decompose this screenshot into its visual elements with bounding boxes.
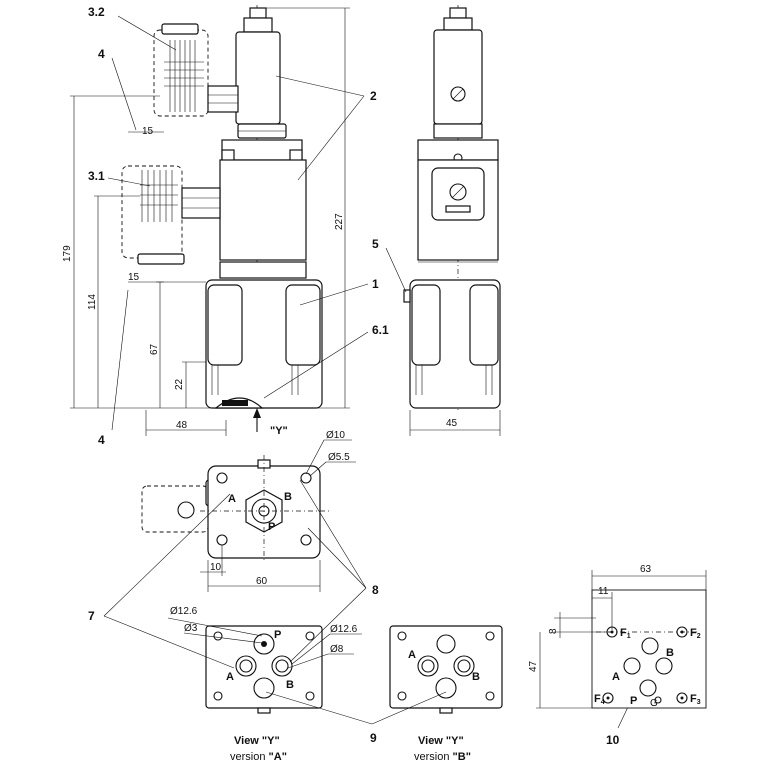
vb-caption-line1: View "Y" (418, 735, 464, 747)
dim-phi5-5: Ø5.5 (328, 452, 350, 463)
dim-63: 63 (640, 564, 652, 575)
upper-connector-stub (207, 85, 239, 113)
dim-phi10: Ø10 (326, 430, 345, 441)
dim-67: 67 (149, 343, 160, 355)
vb-port-b: B (472, 671, 480, 683)
dim-15-upper: 15 (142, 126, 154, 137)
mp-port-f1: F1 (620, 627, 631, 640)
dim-phi12-6-a: Ø12.6 (170, 606, 198, 617)
mp-port-f2: F2 (690, 627, 701, 640)
side-connector-face (431, 167, 485, 221)
mp-port-p: P (630, 695, 637, 707)
lower-solenoid (219, 159, 307, 261)
callout-6-1: 6.1 (372, 323, 389, 337)
dim-60: 60 (256, 576, 268, 587)
va-port-b: B (286, 679, 294, 691)
va-port-a: A (226, 671, 234, 683)
plug-3-2-fins (164, 40, 204, 112)
top-view: A B P 60 10 Ø10 Ø5.5 (141, 430, 356, 592)
mp-port-f4: F4 (594, 693, 605, 706)
side-upper-solenoid (433, 29, 483, 125)
mp-port-g: G (650, 698, 658, 709)
callout-3-1: 3.1 (88, 169, 105, 183)
top-port-p: P (268, 521, 275, 533)
va-caption-line1: View "Y" (234, 735, 280, 747)
va-port-p: P (274, 629, 281, 641)
callout-4-upper: 4 (98, 47, 105, 61)
callout-3-2: 3.2 (88, 5, 105, 19)
front-view: "Y" 179 114 67 22 227 15 15 (62, 5, 389, 447)
view-y-marker: "Y" (270, 425, 288, 437)
dim-22: 22 (174, 378, 185, 390)
front-leaders (107, 15, 369, 431)
plug-3-1-fins (140, 170, 178, 222)
plug-3-2-outline (153, 29, 209, 117)
dim-47: 47 (528, 660, 539, 672)
callout-1: 1 (372, 277, 379, 291)
callout-8: 8 (372, 583, 379, 597)
dim-8: 8 (548, 628, 559, 634)
callout-9: 9 (370, 731, 377, 745)
upper-solenoid (235, 31, 281, 125)
callout-5: 5 (372, 237, 379, 251)
callout-10: 10 (606, 733, 620, 747)
front-dimension-lines (70, 7, 350, 436)
view-y-version-a: P A B Ø12.6 Ø3 Ø12.6 Ø8 View "Y" version… (167, 606, 362, 763)
dim-11: 11 (598, 586, 609, 597)
shared-leaders (103, 479, 637, 729)
top-nut (249, 7, 267, 19)
view-y-arrow-head (253, 408, 261, 418)
dim-227: 227 (334, 213, 345, 230)
plug-3-1-outline (121, 165, 183, 259)
mounting-plate-outline (591, 589, 707, 709)
dim-48: 48 (176, 420, 188, 431)
dim-179: 179 (62, 245, 73, 262)
version-b-plate (389, 625, 503, 709)
view-y-version-b: A B View "Y" version "B" (389, 625, 503, 763)
top-cap (243, 17, 273, 33)
dim-15-lower: 15 (128, 272, 140, 283)
top-view-plug-outline (141, 485, 209, 533)
top-port-b: B (284, 491, 292, 503)
callout-7: 7 (88, 609, 95, 623)
mp-port-a: A (612, 671, 620, 683)
callout-4-lower: 4 (98, 433, 105, 447)
dim-45: 45 (446, 418, 458, 429)
vb-caption-version: version "B" (414, 751, 471, 763)
dim-phi8: Ø8 (330, 644, 344, 655)
va-caption-version: version "A" (230, 751, 287, 763)
side-view: 45 5 (372, 5, 501, 436)
vb-port-a: A (408, 649, 416, 661)
dim-phi12-6-b: Ø12.6 (330, 624, 358, 635)
dim-10: 10 (210, 562, 222, 573)
mp-port-f3: F3 (690, 693, 701, 706)
callout-2: 2 (370, 89, 377, 103)
top-port-a: A (228, 493, 236, 505)
side-item-5 (403, 289, 411, 303)
mp-port-b: B (666, 647, 674, 659)
dim-114: 114 (87, 294, 98, 310)
mounting-pattern: 63 11 8 47 F1 F2 F4 F3 A B P G (528, 564, 707, 709)
dim-phi3: Ø3 (184, 623, 198, 634)
lower-connector-stub (181, 187, 221, 219)
